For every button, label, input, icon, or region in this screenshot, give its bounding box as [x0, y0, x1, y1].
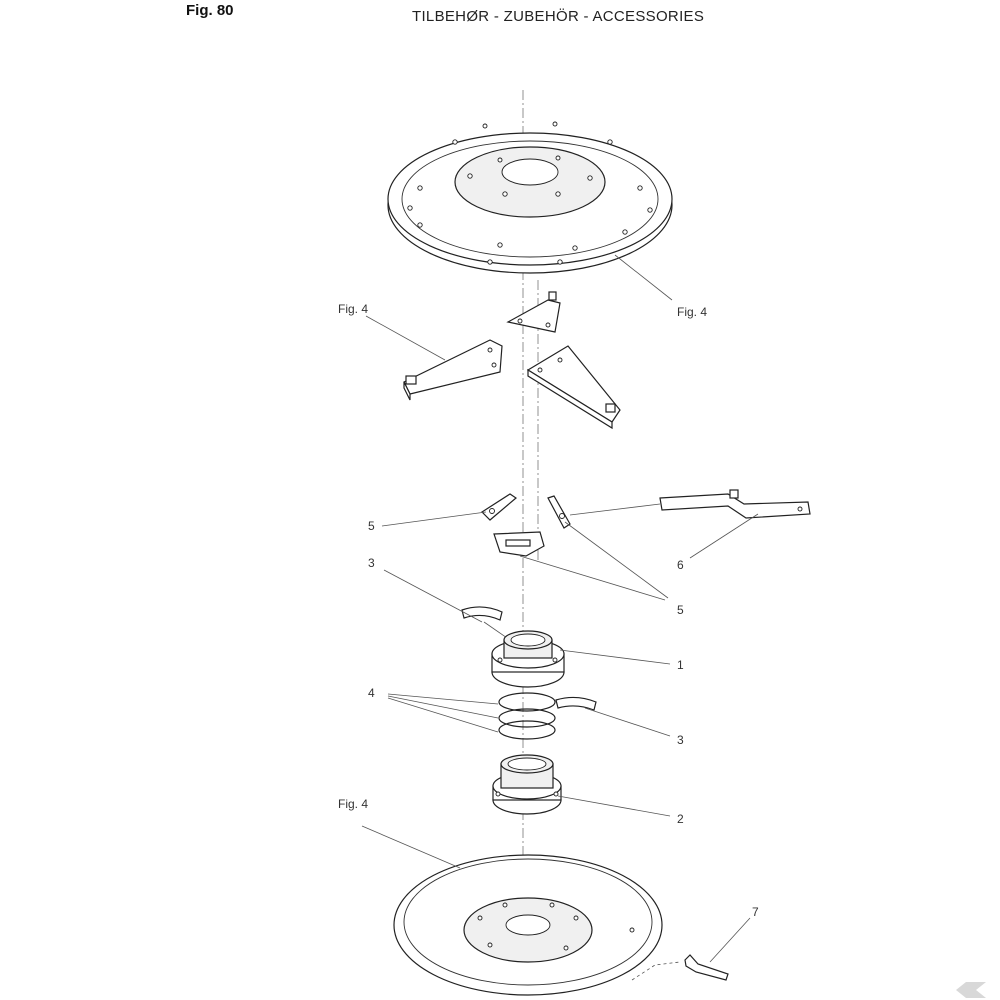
leader-fig4-left [365, 315, 446, 361]
half-ring-right [555, 696, 597, 711]
leader-6 [689, 513, 759, 559]
bearing-housing [491, 630, 565, 688]
half-ring-top [461, 606, 503, 621]
leader-4-b [387, 695, 499, 719]
leader-1 [559, 649, 671, 665]
clip-center [493, 531, 545, 557]
figure-number: Fig. 80 [186, 2, 234, 19]
right-bracket [526, 345, 621, 430]
leader-5-left [381, 511, 487, 527]
leader-fig4-bottom [361, 825, 461, 869]
label-item-2: 2 [677, 812, 684, 826]
label-fig4-top-right: Fig. 4 [677, 305, 707, 319]
page-title: TILBEHØR - ZUBEHÖR - ACCESSORIES [412, 8, 705, 25]
label-item-3-left: 3 [368, 556, 375, 570]
bottom-disc [393, 854, 663, 996]
label-item-5-right: 5 [677, 603, 684, 617]
leader-4-c [387, 697, 499, 733]
hub-sleeve [492, 754, 562, 815]
leader-5-right-a [519, 555, 666, 601]
leader-4-a [387, 693, 499, 705]
label-item-5-left: 5 [368, 519, 375, 533]
leader-3-right [584, 707, 671, 737]
left-bracket [403, 339, 503, 401]
leader-7 [709, 917, 751, 963]
leader-3-left [383, 569, 483, 623]
leader-arm-link [569, 503, 661, 516]
label-item-6: 6 [677, 558, 684, 572]
brand-logo-icon [956, 982, 986, 998]
leader-fig4-top [614, 254, 673, 301]
label-item-4: 4 [368, 686, 375, 700]
long-arm [659, 489, 811, 519]
label-item-1: 1 [677, 658, 684, 672]
label-item-7: 7 [752, 905, 759, 919]
leader-2 [557, 795, 671, 817]
label-item-3-right: 3 [677, 733, 684, 747]
top-bracket [506, 291, 561, 333]
clip-right [547, 495, 571, 529]
spring-rings [498, 692, 556, 740]
label-fig4-left: Fig. 4 [338, 302, 368, 316]
clip-left [481, 493, 517, 521]
label-fig4-bottom: Fig. 4 [338, 797, 368, 811]
top-disc [387, 121, 673, 274]
leader-5-right-b [564, 521, 669, 599]
lock-pin [631, 954, 729, 981]
